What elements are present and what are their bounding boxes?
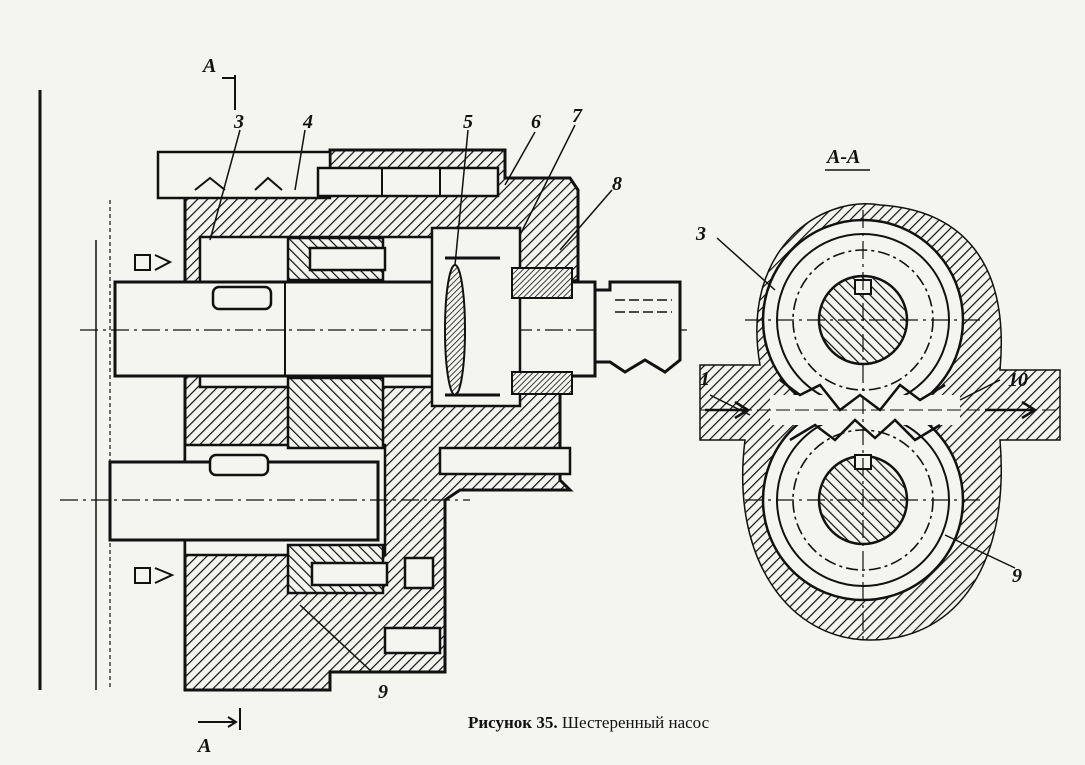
longitudinal-section bbox=[38, 75, 690, 730]
part-label-3-right: 3 bbox=[695, 223, 706, 245]
figure-number: Рисунок 35. bbox=[468, 713, 558, 732]
part-label-8: 8 bbox=[612, 173, 622, 195]
port-label-outlet: 10 bbox=[1008, 369, 1028, 391]
cut-mark-label-top: A bbox=[201, 55, 216, 77]
part-label-9-right: 9 bbox=[1012, 565, 1022, 587]
part-label-7: 7 bbox=[572, 105, 583, 127]
section-a-a bbox=[699, 169, 1061, 641]
part-label-6: 6 bbox=[531, 111, 541, 133]
figure-caption: Рисунок 35. Шестеренный насос bbox=[468, 713, 709, 733]
port-label-inlet: 1 bbox=[700, 368, 710, 390]
figure-title: Шестеренный насос bbox=[557, 713, 710, 732]
part-label-9-left: 9 bbox=[378, 681, 388, 703]
part-label-4: 4 bbox=[302, 111, 313, 133]
section-title: A-A bbox=[825, 146, 860, 168]
part-label-3-left: 3 bbox=[233, 111, 244, 133]
cut-mark-label-bottom: A bbox=[196, 735, 211, 757]
part-label-5: 5 bbox=[463, 111, 473, 133]
